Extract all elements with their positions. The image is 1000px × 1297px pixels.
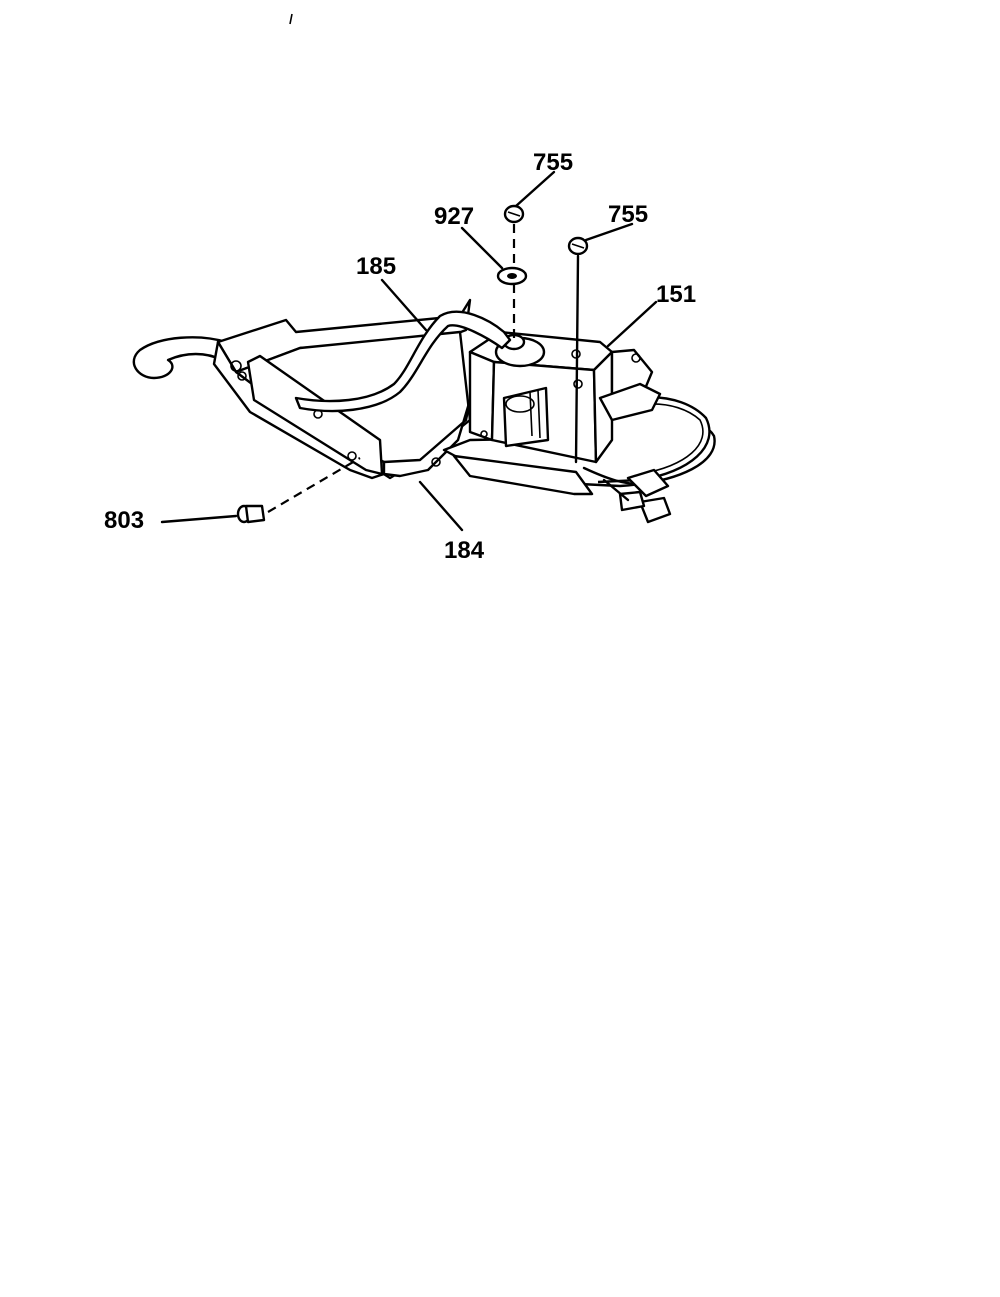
leader-151 (606, 300, 658, 348)
leader-184 (418, 480, 464, 532)
hook (132, 336, 228, 380)
callout-755-right: 755 (608, 201, 648, 228)
washer-927-icon (496, 266, 528, 286)
callout-151: 151 (656, 281, 696, 308)
screw-755-right-icon (567, 236, 589, 464)
callout-185: 185 (356, 253, 396, 280)
leader-803 (160, 514, 238, 524)
callout-755-top: 755 (533, 149, 573, 176)
leader-755-right (584, 222, 634, 242)
screw-803-icon (236, 457, 361, 524)
rod-185 (294, 310, 512, 413)
stray-mark (289, 13, 293, 25)
callout-184: 184 (444, 537, 485, 564)
callout-927: 927 (434, 203, 474, 230)
callout-803: 803 (104, 507, 144, 534)
screw-755-top-icon (503, 204, 525, 338)
leader-755-top (514, 170, 556, 208)
leader-927 (460, 226, 504, 270)
leader-185 (380, 278, 428, 332)
